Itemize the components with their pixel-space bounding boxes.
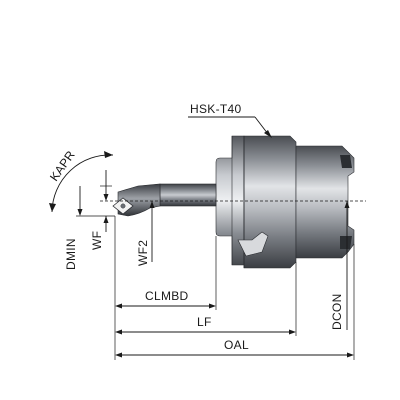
wf2-dimension: WF2 bbox=[136, 201, 155, 266]
oal-dimension: OAL bbox=[115, 338, 354, 358]
insert-screw bbox=[120, 203, 126, 209]
lf-dimension: LF bbox=[115, 315, 296, 335]
hsk-t40-label: HSK-T40 bbox=[190, 102, 241, 116]
hsk-leader: HSK-T40 bbox=[188, 102, 272, 138]
clmbd-label: CLMBD bbox=[145, 289, 189, 303]
dcon-label: DCON bbox=[330, 293, 344, 330]
dcon-dimension: DCON bbox=[330, 201, 350, 330]
lf-label: LF bbox=[197, 315, 212, 329]
clmbd-dimension: CLMBD bbox=[115, 289, 216, 309]
shank-slot-bottom bbox=[340, 236, 352, 249]
kapr-label: KAPR bbox=[47, 148, 78, 184]
flange-notch bbox=[237, 231, 269, 257]
dmin-wf-dimensions: DMIN WF bbox=[64, 170, 115, 270]
wf-label: WF bbox=[90, 231, 104, 250]
hsk-shank bbox=[295, 145, 355, 259]
boring-bar bbox=[159, 183, 217, 207]
dmin-label: DMIN bbox=[64, 238, 78, 270]
oal-label: OAL bbox=[224, 338, 249, 352]
tool-holder bbox=[112, 135, 355, 269]
shank-slot-top bbox=[340, 155, 352, 168]
wf2-label: WF2 bbox=[136, 240, 150, 266]
holder-flange bbox=[215, 135, 245, 266]
